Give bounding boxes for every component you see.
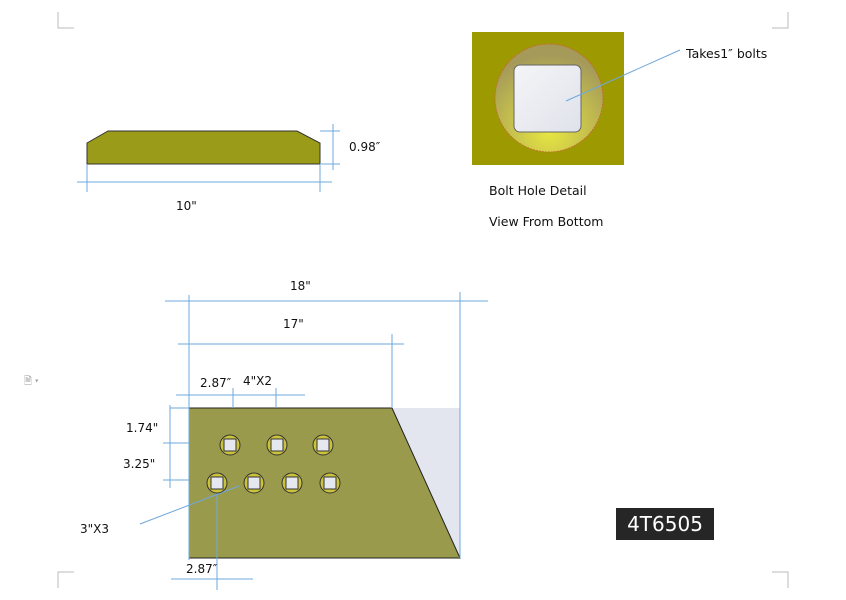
document-icon[interactable]: 🗎 ▾: [24, 376, 39, 387]
hole-callout: 3"X3: [80, 522, 109, 536]
bolt-caption-view: View From Bottom: [489, 214, 603, 229]
bolt-hole-detail: Takes1″ bolts Bolt Hole Detail View From…: [472, 32, 767, 229]
row1-offset-label: 1.74": [126, 421, 158, 435]
row2-offset-label: 3.25": [123, 457, 155, 471]
bolt-hole-square: [223, 438, 237, 452]
bolt-hole-square: [210, 476, 224, 490]
bolt-holes: [206, 434, 341, 494]
spacing-label: 4"X2: [243, 374, 272, 388]
side-view: 0.98″ 10": [77, 124, 381, 213]
side-height-label: 0.98″: [349, 140, 381, 154]
bottom-offset-label: 2.87″: [186, 562, 218, 576]
bolt-caption-title: Bolt Hole Detail: [489, 183, 587, 198]
plan-view: 18" 17" 2.87″ 4"X2 1.74" 3.25" 3"X3 2.87…: [80, 279, 488, 590]
side-length-label: 10": [176, 199, 197, 213]
part-number-label: 4T6505: [616, 508, 714, 540]
bolt-callout: Takes1″ bolts: [685, 46, 767, 61]
bolt-hole-square: [270, 438, 284, 452]
edge-offset-label: 2.87″: [200, 376, 232, 390]
overall-length-label: 18": [290, 279, 311, 293]
bolt-hole-square: [323, 476, 337, 490]
bolt-hole-square: [316, 438, 330, 452]
inner-length-label: 17": [283, 317, 304, 331]
page-corner-marks: [57, 12, 789, 588]
bolt-hole-square: [285, 476, 299, 490]
bolt-hole-square: [247, 476, 261, 490]
